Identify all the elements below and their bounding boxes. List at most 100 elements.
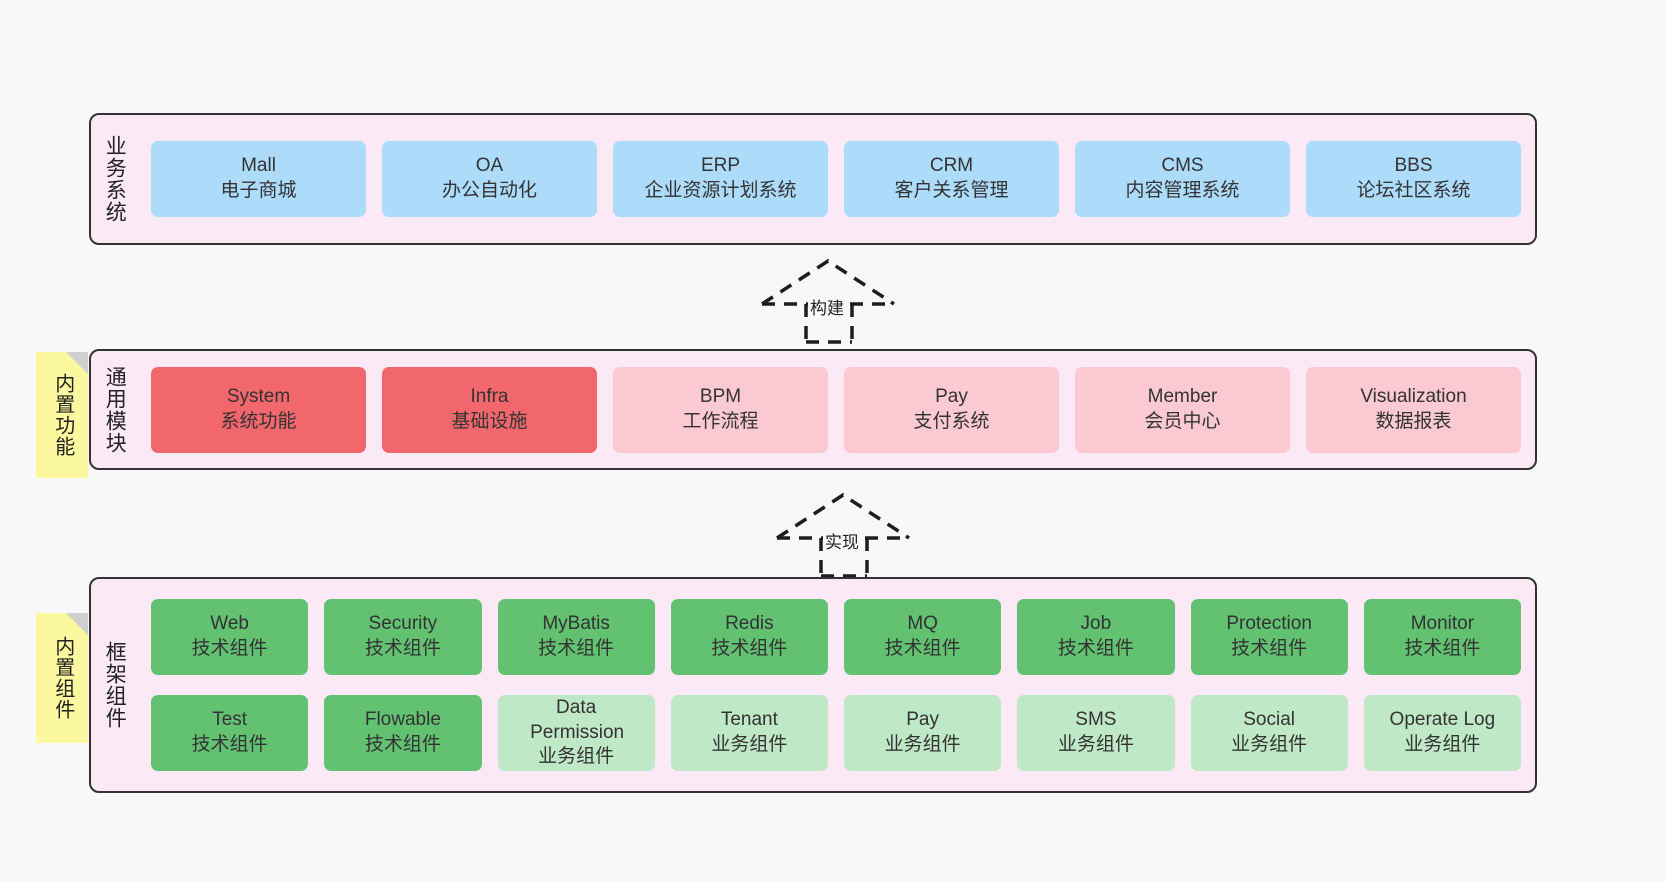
module-name-cn: 技术组件 [1231,638,1308,659]
connector-build-arrow: 构建 [760,258,900,344]
module-name-cn: 技术组件 [1057,638,1134,659]
module-box-security[interactable]: Security 技术组件 [324,599,482,675]
module-name-en: MyBatis [542,613,610,635]
module-name-en: Operate Log [1389,709,1496,731]
note-builtin-components: 内置组件 [36,613,88,743]
module-box-infra[interactable]: Infra 基础设施 [382,366,597,453]
module-name-cn: 技术组件 [711,638,788,659]
module-name-en: MQ [907,613,938,635]
module-name-en: CMS [1161,155,1204,177]
module-name-en: Job [1080,613,1112,635]
module-name-cn: 业务组件 [711,734,788,755]
note-builtin-features: 内置功能 [36,352,88,478]
module-box-crm[interactable]: CRM 客户关系管理 [844,141,1059,217]
module-box-test[interactable]: Test 技术组件 [151,695,309,771]
module-box-monitor[interactable]: Monitor 技术组件 [1363,599,1521,675]
module-name-cn: 论坛社区系统 [1356,180,1471,201]
module-name-en: Data Permission [530,696,625,743]
connector-implement-label: 实现 [823,528,861,553]
module-box-bpm[interactable]: BPM 工作流程 [613,366,828,453]
module-box-tenant[interactable]: Tenant 业务组件 [670,695,828,771]
note-fold-corner-icon [66,352,88,374]
module-name-en: Monitor [1410,613,1475,635]
module-name-cn: 技术组件 [191,734,268,755]
layer-common-module: 通用模块 System 系统功能 Infra 基础设施 BPM 工作流程 Pay… [89,349,1537,470]
common-module-row: System 系统功能 Infra 基础设施 BPM 工作流程 Pay 支付系统… [151,366,1521,453]
module-name-cn: 业务组件 [1231,734,1308,755]
module-name-cn: 工作流程 [682,410,759,432]
module-box-social[interactable]: Social 业务组件 [1190,695,1348,771]
module-box-system[interactable]: System 系统功能 [151,366,366,453]
module-name-en: Infra [470,385,509,407]
note-builtin-features-label: 内置功能 [51,373,74,457]
module-name-cn: 技术组件 [191,638,268,659]
layer-title-common-module: 通用模块 [103,365,127,454]
module-name-cn: 数据报表 [1375,410,1452,432]
module-name-en: Web [210,613,249,635]
module-box-erp[interactable]: ERP 企业资源计划系统 [613,141,828,217]
module-name-en: Mall [241,155,276,177]
module-name-en: Flowable [364,709,441,731]
module-box-visualization[interactable]: Visualization 数据报表 [1306,366,1521,453]
module-name-cn: 技术组件 [884,638,961,659]
module-box-pay-business[interactable]: Pay 业务组件 [844,695,1002,771]
module-box-mq[interactable]: MQ 技术组件 [844,599,1002,675]
module-name-cn: 业务组件 [1057,734,1134,755]
layer-framework-component: 框架组件 Web 技术组件 Security 技术组件 MyBatis 技术组件… [89,577,1537,793]
module-name-en: Pay [935,385,968,407]
module-name-en: SMS [1075,709,1117,731]
framework-component-row-1: Web 技术组件 Security 技术组件 MyBatis 技术组件 Redi… [151,599,1521,675]
module-name-en: Protection [1226,613,1312,635]
module-name-en: Redis [725,613,774,635]
connector-implement-arrow: 实现 [775,492,915,578]
module-box-flowable[interactable]: Flowable 技术组件 [324,695,482,771]
module-box-protection[interactable]: Protection 技术组件 [1190,599,1348,675]
module-box-operate-log[interactable]: Operate Log 业务组件 [1363,695,1521,771]
module-box-cms[interactable]: CMS 内容管理系统 [1075,141,1290,217]
module-name-en: BBS [1394,155,1433,177]
module-box-pay[interactable]: Pay 支付系统 [844,366,1059,453]
module-name-cn: 支付系统 [913,410,990,432]
module-name-cn: 会员中心 [1144,410,1221,432]
module-name-cn: 系统功能 [220,410,297,432]
module-box-mall[interactable]: Mall 电子商城 [151,141,366,217]
layer-body-framework-component: Web 技术组件 Security 技术组件 MyBatis 技术组件 Redi… [137,579,1535,791]
module-box-bbs[interactable]: BBS 论坛社区系统 [1306,141,1521,217]
module-name-en: Pay [906,709,939,731]
module-name-en: Visualization [1360,385,1467,407]
module-name-cn: 技术组件 [364,638,441,659]
module-box-job[interactable]: Job 技术组件 [1017,599,1175,675]
module-name-cn: 业务组件 [884,734,961,755]
module-name-cn: 技术组件 [538,638,615,659]
module-name-en: Member [1147,385,1218,407]
framework-component-row-2: Test 技术组件 Flowable 技术组件 Data Permission … [151,695,1521,771]
module-box-mybatis[interactable]: MyBatis 技术组件 [497,599,655,675]
module-name-cn: 客户关系管理 [894,180,1009,201]
layer-body-common-module: System 系统功能 Infra 基础设施 BPM 工作流程 Pay 支付系统… [137,351,1535,468]
module-box-redis[interactable]: Redis 技术组件 [670,599,828,675]
module-box-oa[interactable]: OA 办公自动化 [382,141,597,217]
module-name-cn: 技术组件 [1404,638,1481,659]
module-name-en: Social [1243,709,1295,731]
module-box-web[interactable]: Web 技术组件 [151,599,309,675]
module-box-data-permission[interactable]: Data Permission 业务组件 [497,695,655,771]
module-box-sms[interactable]: SMS 业务组件 [1017,695,1175,771]
note-fold-corner-icon [66,613,88,635]
module-name-en: ERP [700,155,741,177]
module-name-cn: 电子商城 [220,180,297,201]
module-name-cn: 办公自动化 [441,180,537,201]
module-name-en: BPM [699,385,742,407]
module-name-cn: 内容管理系统 [1125,180,1240,201]
note-builtin-components-label: 内置组件 [51,636,74,720]
module-name-en: System [226,385,291,407]
business-system-row: Mall 电子商城 OA 办公自动化 ERP 企业资源计划系统 CRM 客户关系… [151,141,1521,217]
module-box-member[interactable]: Member 会员中心 [1075,366,1290,453]
module-name-en: Test [212,709,248,731]
module-name-cn: 业务组件 [538,746,615,768]
layer-title-framework-component: 框架组件 [103,641,127,729]
module-name-en: Tenant [720,709,778,731]
connector-build-label: 构建 [808,294,846,319]
module-name-cn: 基础设施 [451,410,528,432]
module-name-en: OA [475,155,504,177]
